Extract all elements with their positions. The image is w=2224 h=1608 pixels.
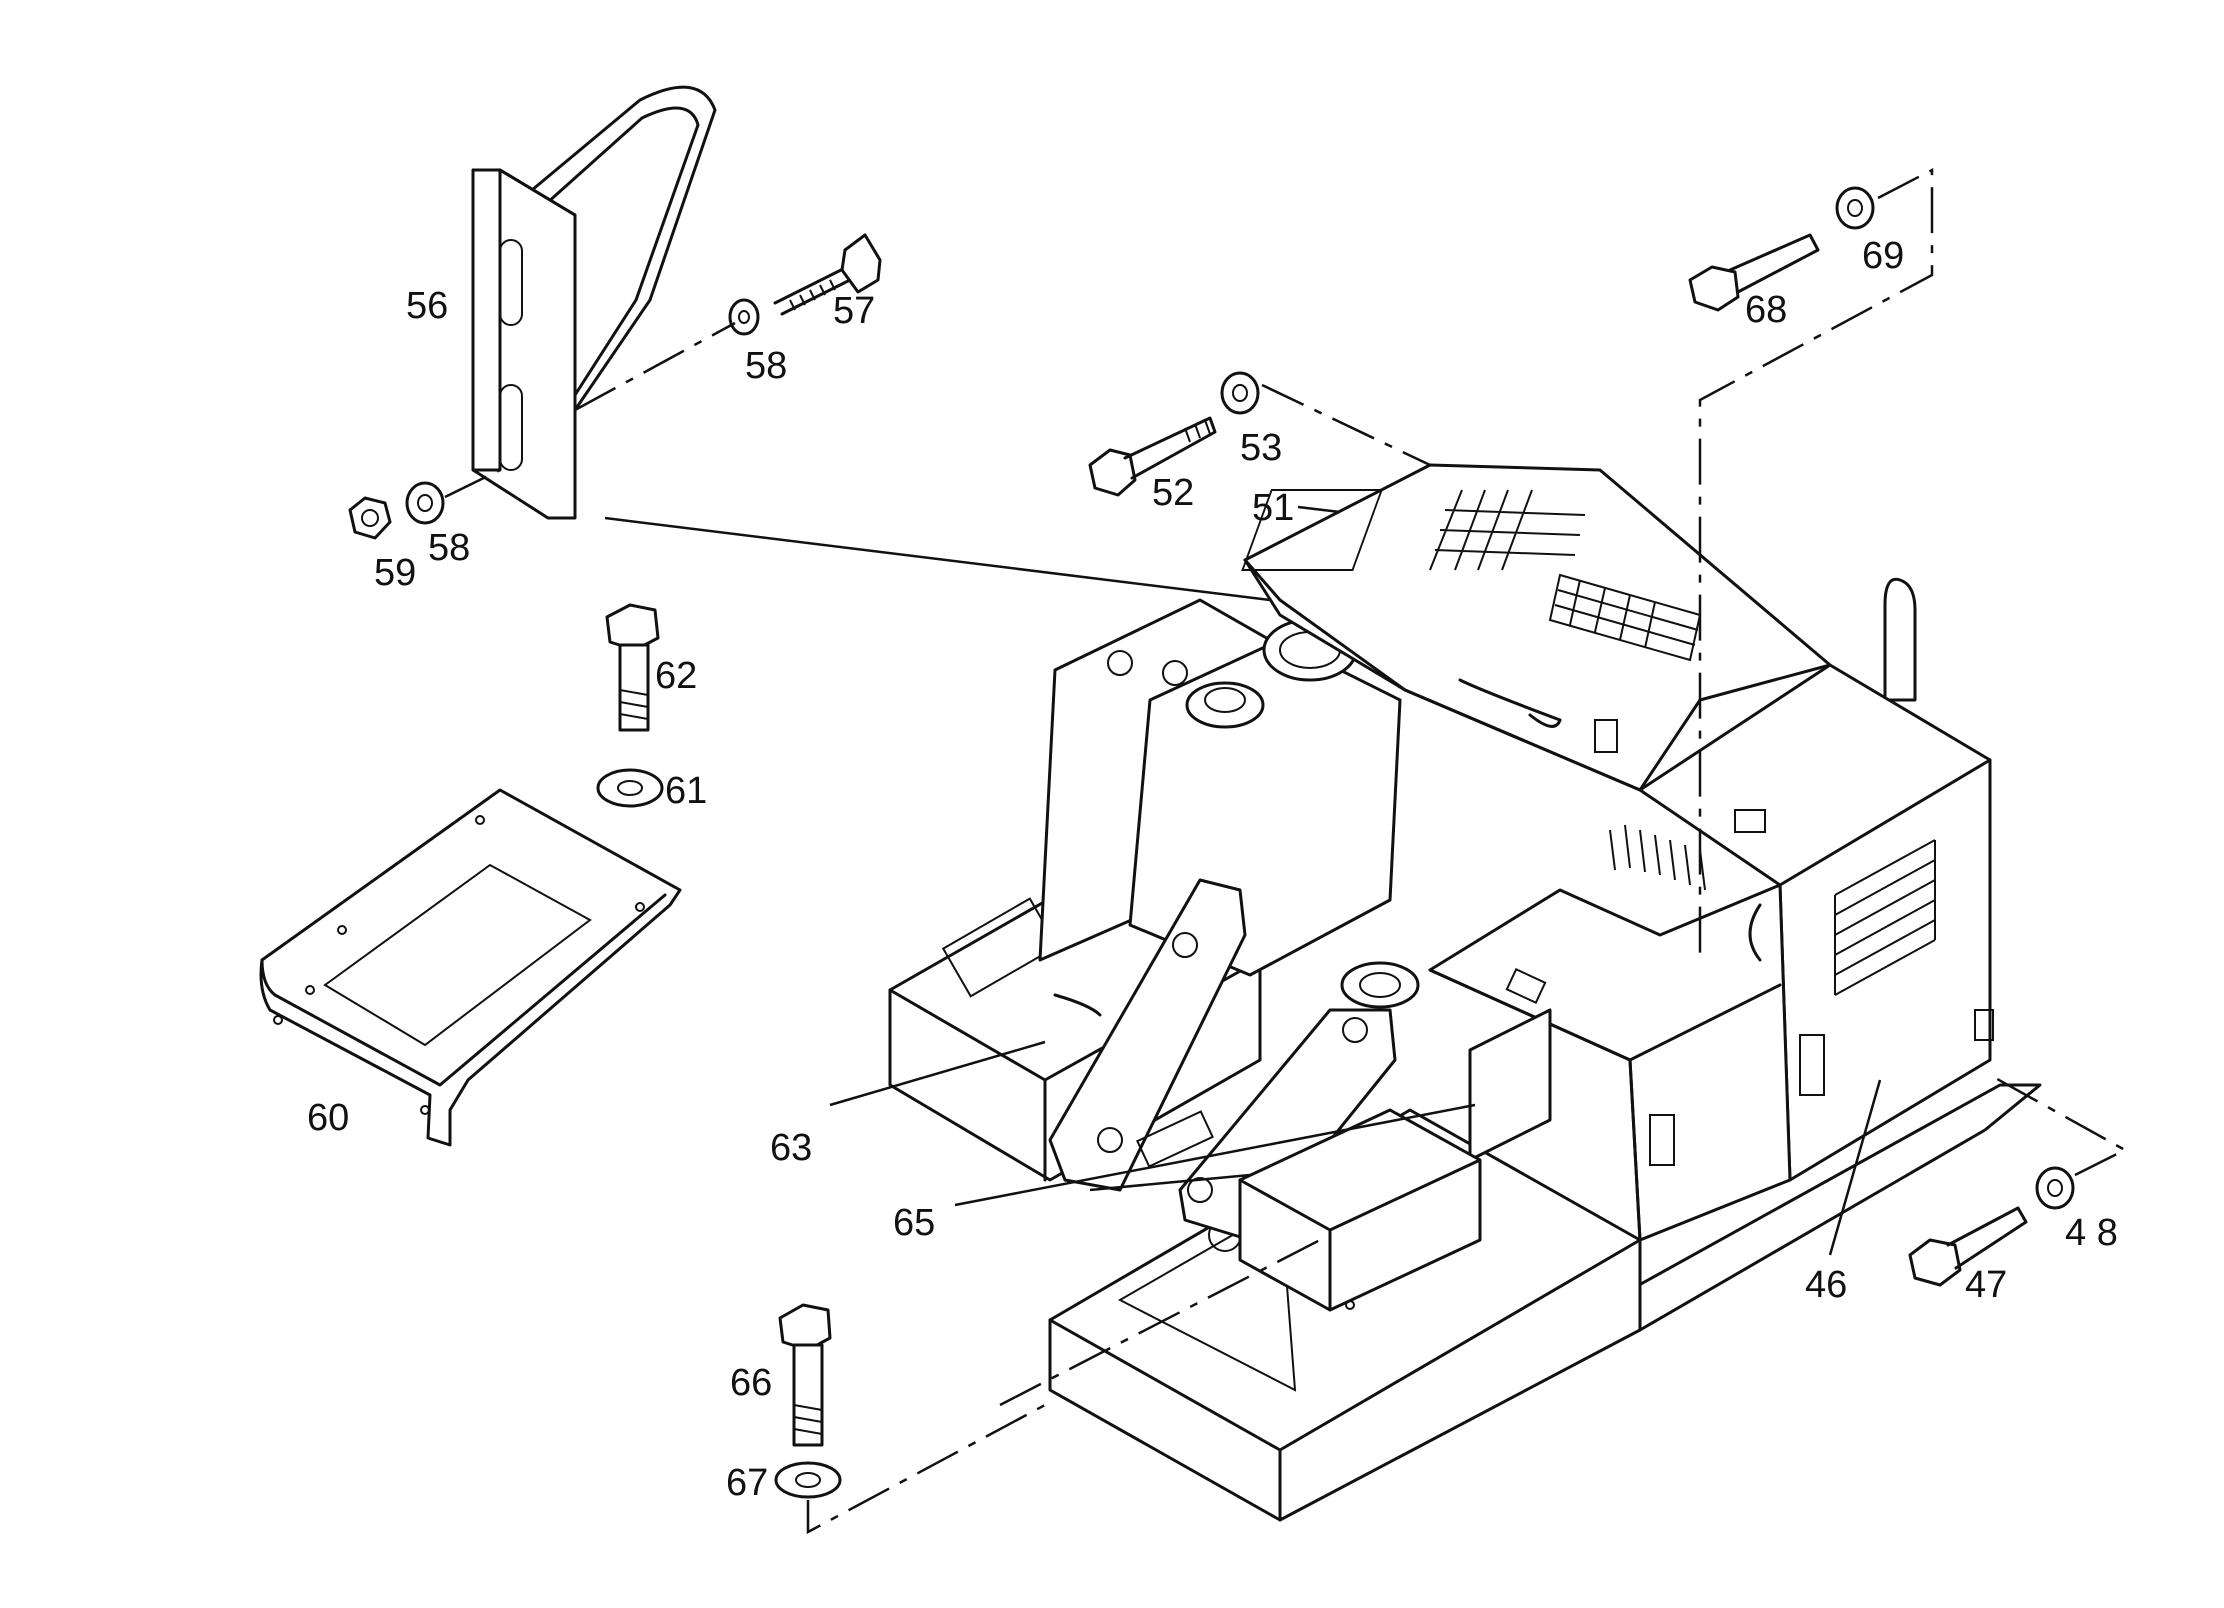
assembly-line-56 bbox=[604, 516, 1271, 602]
part-58-washer-lower bbox=[405, 481, 445, 525]
leader-65b bbox=[1089, 1173, 1251, 1192]
part-53-washer bbox=[1220, 371, 1260, 415]
part-69-washer bbox=[1835, 186, 1875, 230]
part-59-nut bbox=[348, 496, 392, 540]
assembly-line-69 bbox=[1698, 167, 1934, 960]
label-53: 53 bbox=[1240, 427, 1282, 469]
part-66-bolt bbox=[778, 1303, 832, 1447]
label-63: 63 bbox=[770, 1127, 812, 1169]
label-62: 62 bbox=[655, 655, 697, 697]
label-68: 68 bbox=[1745, 289, 1787, 331]
part-56-handle bbox=[471, 85, 717, 520]
engine-louvers bbox=[1834, 839, 1936, 996]
top-grille bbox=[1241, 489, 1586, 571]
label-51: 51 bbox=[1252, 487, 1294, 529]
label-60: 60 bbox=[307, 1097, 349, 1139]
label-59: 59 bbox=[374, 552, 416, 594]
label-61: 61 bbox=[665, 770, 707, 812]
label-57: 57 bbox=[833, 290, 875, 332]
label-69: 69 bbox=[1862, 235, 1904, 277]
label-48: 4 8 bbox=[2065, 1212, 2118, 1254]
leader-63 bbox=[829, 1040, 1046, 1107]
part-60-cover bbox=[259, 788, 682, 1147]
label-47: 47 bbox=[1965, 1264, 2007, 1306]
part-68-bolt bbox=[1688, 233, 1820, 312]
label-58-upper: 58 bbox=[745, 345, 787, 387]
assembly-line-57 bbox=[574, 321, 736, 412]
label-58-lower: 58 bbox=[428, 527, 470, 569]
assembly-line-48 bbox=[1989, 1073, 2128, 1177]
part-61-washer bbox=[596, 768, 664, 808]
assembly-line-67 bbox=[806, 1403, 1046, 1535]
part-62-bolt bbox=[605, 603, 660, 732]
label-52: 52 bbox=[1152, 472, 1194, 514]
rear-grille bbox=[1548, 573, 1702, 662]
label-46: 46 bbox=[1805, 1264, 1847, 1306]
assembly-line-59 bbox=[444, 468, 501, 499]
label-67: 67 bbox=[726, 1462, 768, 1504]
side-vent-slots bbox=[1609, 824, 1706, 891]
label-66: 66 bbox=[730, 1362, 772, 1404]
part-48-washer bbox=[2035, 1166, 2075, 1210]
assembly-line-53 bbox=[1261, 383, 1431, 467]
part-67-washer bbox=[774, 1461, 842, 1499]
part-57-bolt bbox=[773, 233, 882, 316]
label-65: 65 bbox=[893, 1202, 935, 1244]
label-56: 56 bbox=[406, 285, 448, 327]
part-52-bolt bbox=[1088, 416, 1217, 497]
linkage-arms bbox=[1048, 878, 1420, 1242]
leader-46 bbox=[1828, 1079, 1882, 1256]
part-47-bolt bbox=[1908, 1206, 2028, 1287]
leader-65 bbox=[954, 1103, 1476, 1207]
assembly-line-66 bbox=[999, 1238, 1321, 1407]
part-58-washer-upper bbox=[728, 298, 760, 336]
leader-51 bbox=[1297, 505, 1341, 514]
machine-body bbox=[888, 463, 2042, 1522]
